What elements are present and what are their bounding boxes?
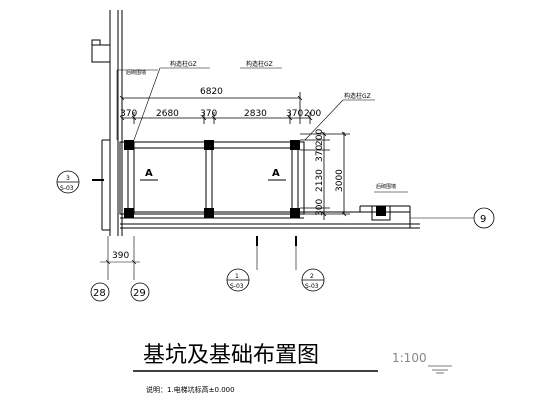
grid-axis-28: 28 <box>90 282 110 302</box>
column-gz-7 <box>376 206 386 216</box>
dim-top-4: 2830 <box>244 109 267 119</box>
dim-overall-width: 6820 <box>200 87 223 97</box>
bottom-dimension <box>100 236 140 280</box>
column-gz-1 <box>124 140 134 150</box>
callout-section-1: 1 S-03 <box>226 236 258 292</box>
column-gz-4 <box>124 208 134 218</box>
drawing-scale: 1:100 <box>392 351 427 365</box>
dim-top-6: 200 <box>304 109 321 119</box>
dim-right-4: 300 <box>315 199 325 216</box>
section-mark-a1: A <box>140 168 158 181</box>
columns <box>124 140 386 218</box>
label-wall-right: 后砌围墙 <box>376 183 396 190</box>
drawing-title: 基坑及基础布置图 <box>143 343 319 368</box>
grid-axis-29: 29 <box>130 282 150 302</box>
svg-text:S-03: S-03 <box>60 185 74 192</box>
label-gz-left: 构造柱GZ <box>170 60 197 68</box>
svg-text:1: 1 <box>235 273 239 280</box>
dim-right-1: 200 <box>315 129 325 146</box>
top-dimension-lines <box>119 92 313 124</box>
svg-text:28: 28 <box>93 288 106 299</box>
callout-section-2: 2 S-03 <box>295 236 325 292</box>
svg-text:S-03: S-03 <box>305 283 319 290</box>
svg-text:S-03: S-03 <box>230 283 244 290</box>
column-gz-6 <box>290 208 300 218</box>
svg-text:3: 3 <box>66 175 70 182</box>
label-wall-left: 后砌围墙 <box>126 69 146 76</box>
pit-outline <box>119 141 420 229</box>
grid-axis-9: 9 <box>410 207 495 229</box>
svg-text:2: 2 <box>310 273 314 280</box>
dim-top-1: 370 <box>120 109 137 119</box>
svg-text:A: A <box>145 168 153 179</box>
column-gz-3 <box>290 140 300 150</box>
gz-leaders <box>116 67 375 141</box>
label-gz-right: 构造柱GZ <box>344 92 371 100</box>
label-gz-mid: 构造柱GZ <box>246 60 273 68</box>
dim-right-overall: 3000 <box>335 169 345 192</box>
scale-marker <box>428 365 452 374</box>
svg-text:9: 9 <box>480 214 486 225</box>
dim-top-5: 370 <box>286 109 303 119</box>
column-gz-5 <box>204 208 214 218</box>
section-mark-a2: A <box>268 168 286 181</box>
dim-top-3: 370 <box>200 109 217 119</box>
svg-text:29: 29 <box>133 288 146 299</box>
left-building-wall <box>91 10 123 236</box>
dim-top-2: 2680 <box>156 109 179 119</box>
column-gz-2 <box>204 140 214 150</box>
svg-text:A: A <box>272 168 280 179</box>
dim-right-3: 2130 <box>315 169 325 192</box>
dim-right-2: 370 <box>315 145 325 162</box>
callout-section-3: 3 S-03 <box>56 170 104 194</box>
dim-bottom-390: 390 <box>112 251 129 261</box>
drawing-note: 说明：1.电梯坑标高±0.000 <box>146 385 235 394</box>
